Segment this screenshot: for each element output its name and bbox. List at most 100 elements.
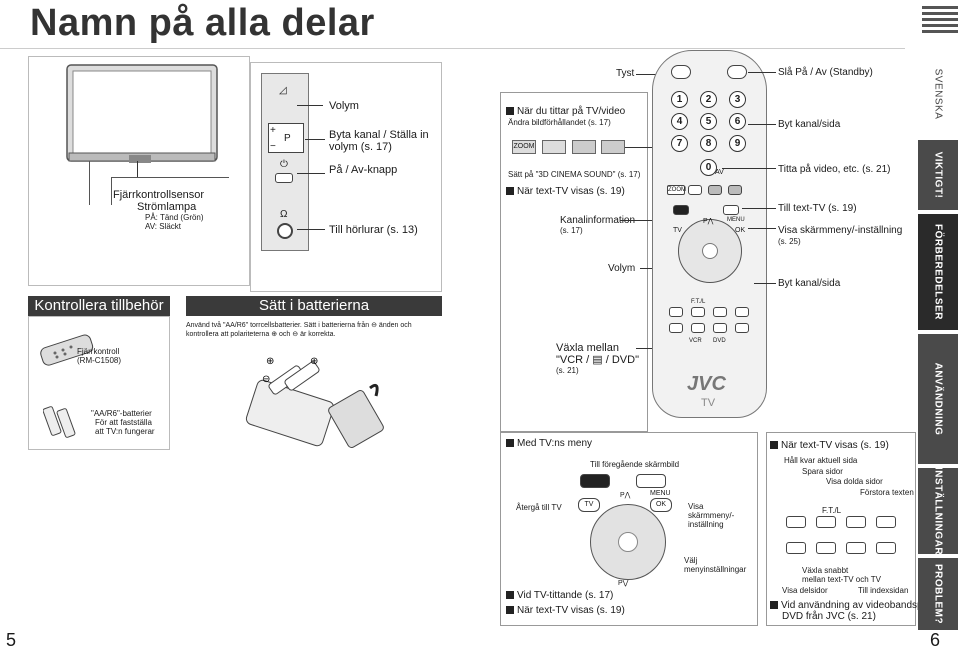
subpages-label: Visa delsidor [782, 586, 828, 595]
color-button-2[interactable] [601, 140, 625, 154]
tt-key-2[interactable] [691, 307, 705, 317]
button-cluster [268, 123, 304, 153]
choose-2: menyinställningar [684, 565, 747, 574]
ok-key[interactable]: OK [735, 227, 746, 234]
battery-label: "AA/R6"-batterier [91, 409, 152, 418]
color-button-1[interactable] [572, 140, 596, 154]
teletext-section-header: När text-TV visas (s. 19) [770, 440, 889, 451]
power-standby-label: Slå På / Av (Standby) [778, 67, 873, 78]
av-label: AV [715, 169, 724, 176]
headphone-label: Till hörlurar (s. 13) [329, 224, 418, 236]
digit-3-button[interactable]: 3 [729, 91, 746, 108]
ftl-label-large: F.T./L [822, 506, 842, 515]
side-button-panel: ◿ + P − ⏻ Ω Volym Byta kanal / Ställa in… [250, 62, 442, 292]
tt-key-5[interactable] [669, 323, 683, 333]
remote-control-drawing [40, 334, 94, 366]
tt-large-6[interactable] [816, 542, 836, 554]
minus-sign: − [270, 141, 276, 152]
quick-switch-1: Växla snabbt [802, 566, 849, 575]
tt-key-4[interactable] [735, 307, 749, 317]
tt-key-3[interactable] [713, 307, 727, 317]
teletext-watching-label: När text-TV visas (s. 19) [506, 605, 625, 616]
tt-key-7[interactable] [713, 323, 727, 333]
power-button[interactable] [275, 173, 293, 183]
digit-5-button[interactable]: 5 [700, 113, 717, 130]
mute-button[interactable] [671, 65, 691, 79]
digit-4-button[interactable]: 4 [671, 113, 688, 130]
tt-large-5[interactable] [786, 542, 806, 554]
tt-large-7[interactable] [846, 542, 866, 554]
tt-large-4[interactable] [876, 516, 896, 528]
hold-page-label: Håll kvar aktuell sida [784, 456, 858, 465]
tt-key-8[interactable] [735, 323, 749, 333]
tab-important-label: VIKTIGT! [932, 151, 944, 199]
tt-key-6[interactable] [691, 323, 705, 333]
tt-key-1[interactable] [669, 307, 683, 317]
digit-0-button[interactable]: 0 [700, 159, 717, 176]
menu-key: MENU [727, 217, 745, 223]
lamp-title: Strömlampa [137, 201, 197, 213]
tab-svenska-label: SVENSKA [932, 68, 944, 120]
tab-preparations[interactable]: FÖRBEREDELSER [918, 214, 958, 330]
digit-8-button[interactable]: 8 [700, 135, 717, 152]
menu-ok-button[interactable]: OK [650, 498, 672, 512]
digit-2-button[interactable]: 2 [700, 91, 717, 108]
zoom-button-example[interactable]: ZOOM [512, 140, 536, 154]
left-page-number: 5 [6, 630, 17, 650]
digit-9-button[interactable]: 9 [729, 135, 746, 152]
change-channel-label-2: Byt kanal/sida [778, 278, 841, 289]
show-menu-label: Visa skärmmeny/-inställning [778, 225, 903, 236]
digit-6-button[interactable]: 6 [729, 113, 746, 130]
menu-tv-button[interactable]: TV [578, 498, 600, 512]
digit-1-button[interactable]: 1 [671, 91, 688, 108]
batteries-text-2: kontrollera att polariteterna ⊕ och ⊖ är… [186, 331, 336, 338]
switch-label-1: Växla mellan [556, 342, 619, 354]
green-key[interactable] [728, 185, 742, 195]
tab-svenska[interactable]: SVENSKA [918, 50, 958, 138]
tv-key[interactable]: TV [673, 227, 682, 234]
teletext-button[interactable] [723, 205, 739, 215]
tt-large-1[interactable] [786, 516, 806, 528]
tt-large-2[interactable] [816, 516, 836, 528]
title-underline [0, 48, 905, 49]
show-hidden-label: Visa dolda sidor [826, 477, 883, 486]
tab-important[interactable]: VIKTIGT! [918, 140, 958, 210]
menu-nav-center[interactable] [618, 532, 638, 552]
p-up-key: P⋀ [703, 218, 714, 225]
channel-label-2: volym (s. 17) [329, 141, 392, 153]
page-title: Namn på alla delar [30, 2, 375, 44]
tab-problem-label: PROBLEM? [932, 563, 944, 625]
teletext-section [766, 432, 916, 626]
tab-settings[interactable]: INSTÄLLNINGAR [918, 467, 958, 555]
digit-7-button[interactable]: 7 [671, 135, 688, 152]
info-key-large[interactable] [580, 474, 610, 488]
headphone-icon: Ω [280, 209, 288, 220]
tab-preparations-label: FÖRBEREDELSER [932, 224, 944, 320]
info-button[interactable] [673, 205, 689, 215]
zoom-key[interactable]: ZOOM [667, 185, 686, 195]
volume-icon: ◿ [279, 85, 287, 96]
watching-header: När du tittar på TV/video [506, 106, 625, 117]
tab-usage[interactable]: ANVÄNDNING [918, 334, 958, 464]
ok-center[interactable] [702, 243, 718, 259]
tab-problem[interactable]: PROBLEM? [918, 558, 958, 630]
red-key[interactable] [708, 185, 722, 195]
switch-ref: (s. 21) [556, 366, 579, 375]
remote-model: (RM-C1508) [77, 356, 122, 365]
headphone-jack[interactable] [277, 223, 293, 239]
channel-label-1: Byta kanal / Ställa in [329, 129, 429, 141]
channel-info-ref: (s. 17) [560, 226, 583, 235]
save-pages-label: Spara sidor [802, 467, 843, 476]
teletext-header-left: När text-TV visas (s. 19) [506, 186, 625, 197]
tt-large-3[interactable] [846, 516, 866, 528]
power-standby-button[interactable] [727, 65, 747, 79]
teletext-key-large[interactable] [636, 474, 666, 488]
show-menu-3: inställning [688, 520, 724, 529]
cinema-key[interactable] [688, 185, 702, 195]
right-page-number: 6 [930, 630, 941, 650]
cinema-button-example[interactable] [542, 140, 566, 154]
choose-1: Välj [684, 556, 698, 565]
tt-large-8[interactable] [876, 542, 896, 554]
menu-p-down: P⋁ [618, 580, 629, 587]
to-teletext-label: Till text-TV (s. 19) [778, 203, 857, 214]
